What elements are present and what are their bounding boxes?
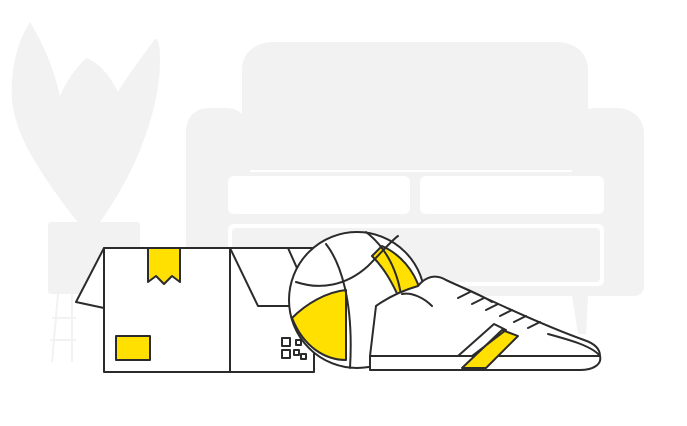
sneaker-stripe-outline (457, 323, 507, 357)
box-tape (147, 247, 181, 285)
sofa-leg-right (572, 296, 588, 334)
cardboard-box-icon (75, 247, 315, 373)
basketball-seam-1 (295, 235, 399, 287)
basketball-panel-left (291, 289, 347, 361)
sneaker-collar (401, 292, 433, 307)
plant-leaves (11, 22, 161, 225)
plant-icon (11, 22, 161, 363)
box-qr-code (281, 337, 307, 360)
sofa-cushion-left (228, 176, 410, 214)
sofa-cushion-right (420, 176, 604, 214)
sneaker-tongue (445, 279, 493, 303)
box-label (115, 335, 151, 361)
plant-stand (50, 293, 76, 363)
sneaker-laces (457, 291, 541, 329)
sofa-back (242, 42, 588, 170)
sneaker-toe-cap (547, 333, 601, 357)
sneaker-icon (369, 275, 602, 371)
basketball-seam-2 (325, 243, 352, 369)
